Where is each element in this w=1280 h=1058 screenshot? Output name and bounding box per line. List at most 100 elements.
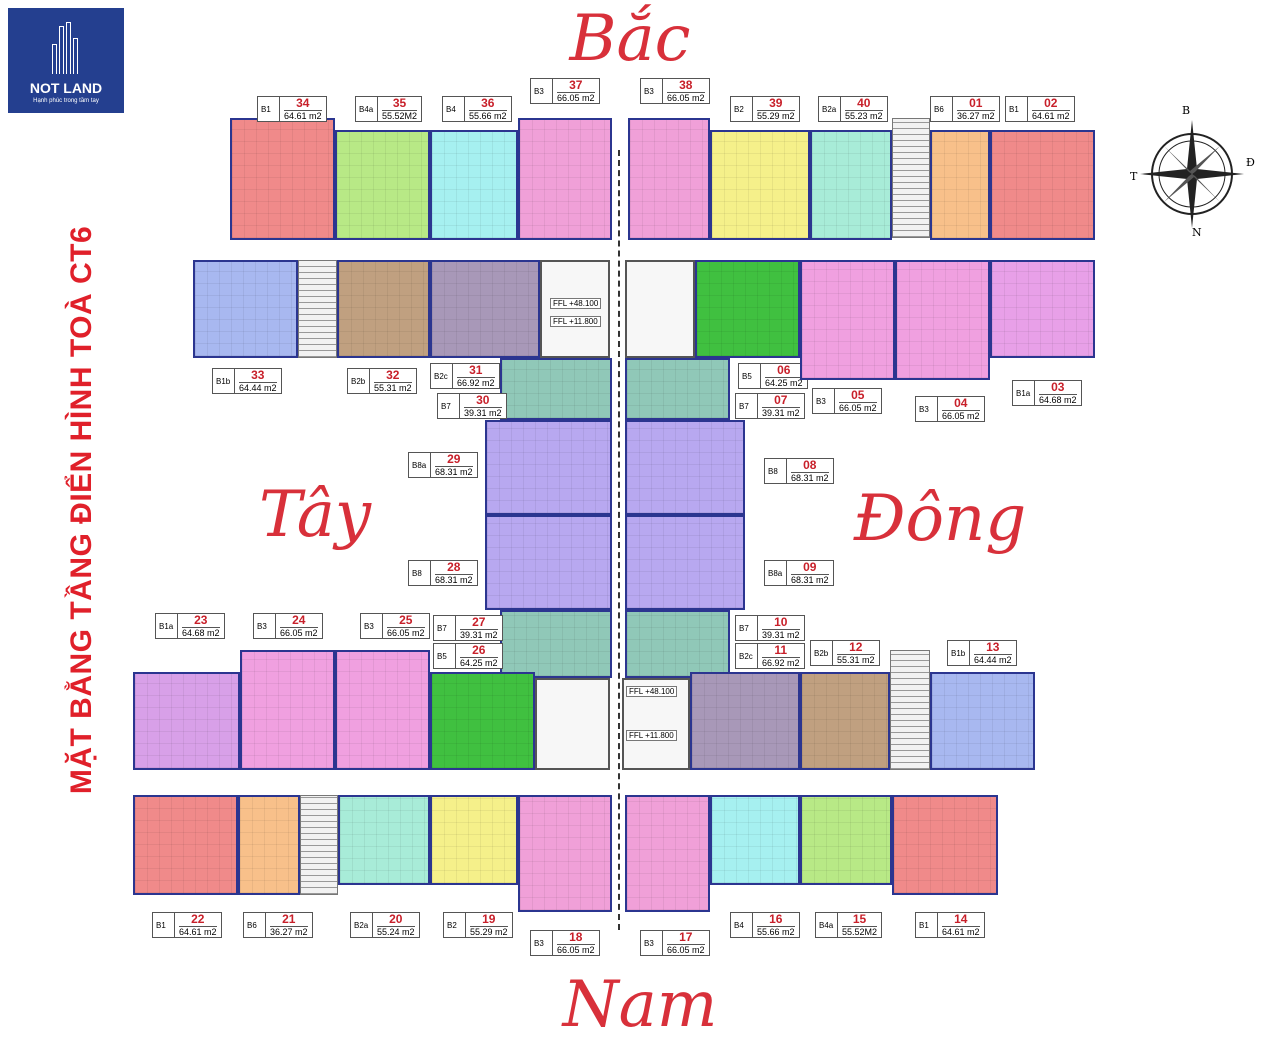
apartment-unit-08[interactable] [625, 420, 745, 515]
apartment-unit-31[interactable] [430, 260, 540, 358]
unit-area: 55.66 m2 [757, 926, 795, 937]
unit-type: B8a [765, 561, 787, 585]
unit-type: B1a [1013, 381, 1035, 405]
apartment-unit-29[interactable] [485, 420, 612, 515]
unit-type: B8 [409, 561, 431, 585]
unit-number: 39 [769, 96, 783, 110]
unit-type: B4a [816, 913, 838, 937]
apartment-unit-13[interactable] [930, 672, 1035, 770]
apartment-unit-34[interactable] [230, 118, 335, 240]
unit-area: 66.05 m2 [667, 944, 705, 955]
apartment-unit-22[interactable] [133, 795, 238, 895]
stairwell [298, 260, 337, 358]
unit-number: 17 [679, 930, 693, 944]
unit-area: 64.68 m2 [182, 627, 220, 638]
unit-area: 64.44 m2 [974, 654, 1012, 665]
unit-number: 24 [292, 613, 306, 627]
apartment-unit-37[interactable] [518, 118, 612, 240]
apartment-unit-19[interactable] [430, 795, 518, 885]
apartment-unit-20[interactable] [338, 795, 430, 885]
unit-number: 08 [803, 458, 817, 472]
unit-number: 36 [481, 96, 495, 110]
unit-number: 22 [191, 912, 205, 926]
apartment-unit-35[interactable] [335, 130, 430, 240]
unit-type: B3 [916, 397, 938, 421]
unit-area: 39.31 m2 [464, 407, 502, 418]
unit-number: 18 [569, 930, 583, 944]
apartment-unit-32[interactable] [337, 260, 430, 358]
apartment-unit-06[interactable] [695, 260, 800, 358]
unit-number: 14 [954, 912, 968, 926]
unit-type: B2b [348, 369, 370, 393]
unit-area: 68.31 m2 [791, 574, 829, 585]
apartment-unit-28[interactable] [485, 515, 612, 610]
apartment-unit-01[interactable] [930, 130, 990, 240]
unit-number: 38 [679, 78, 693, 92]
apartment-unit-04[interactable] [895, 260, 990, 380]
unit-type: B3 [813, 389, 835, 413]
unit-area: 66.92 m2 [762, 657, 800, 668]
unit-area: 64.25 m2 [460, 657, 498, 668]
unit-number: 34 [296, 96, 310, 110]
unit-area: 66.05 m2 [387, 627, 425, 638]
apartment-unit-05[interactable] [800, 260, 895, 380]
apartment-unit-11[interactable] [690, 672, 800, 770]
apartment-unit-03[interactable] [990, 260, 1095, 358]
unit-area: 68.31 m2 [435, 574, 473, 585]
unit-area: 55.52M2 [842, 926, 878, 937]
apartment-unit-18[interactable] [518, 795, 612, 912]
unit-area: 66.05 m2 [942, 410, 980, 421]
apartment-unit-26[interactable] [430, 672, 535, 770]
elevator-core: FFL +48.100 FFL +11.800 [622, 678, 690, 770]
compass-n: B [1182, 104, 1191, 117]
apartment-unit-09[interactable] [625, 515, 745, 610]
apartment-unit-16[interactable] [710, 795, 800, 885]
apartment-unit-24[interactable] [240, 650, 335, 770]
apartment-unit-30[interactable] [500, 358, 612, 420]
apartment-unit-40[interactable] [810, 130, 892, 240]
apartment-unit-17[interactable] [625, 795, 710, 912]
unit-area: 36.27 m2 [270, 926, 308, 937]
unit-type: B6 [931, 97, 953, 121]
unit-number: 04 [954, 396, 968, 410]
apartment-unit-25[interactable] [335, 650, 430, 770]
apartment-unit-12[interactable] [800, 672, 890, 770]
apartment-unit-38[interactable] [628, 118, 710, 240]
unit-type: B1b [948, 641, 970, 665]
apartment-unit-10[interactable] [625, 610, 730, 678]
stair-core [535, 678, 610, 770]
page-title: MẶT BẰNG TẦNG ĐIỂN HÌNH TOÀ CT6 [65, 225, 98, 795]
apartment-unit-36[interactable] [430, 130, 518, 240]
apartment-unit-14[interactable] [892, 795, 998, 895]
brand-tagline: Hạnh phúc trong tầm tay [33, 98, 99, 104]
apartment-unit-39[interactable] [710, 130, 810, 240]
apartment-unit-23[interactable] [133, 672, 240, 770]
level-label: FFL +48.100 [626, 686, 678, 697]
center-axis [618, 150, 620, 930]
unit-area: 55.23 m2 [845, 110, 883, 121]
apartment-unit-07[interactable] [625, 358, 730, 420]
apartment-unit-33[interactable] [193, 260, 298, 358]
unit-type: B3 [254, 614, 276, 638]
unit-type: B1b [213, 369, 235, 393]
apartment-unit-15[interactable] [800, 795, 892, 885]
unit-number: 29 [447, 452, 461, 466]
compass-w: T [1130, 170, 1138, 183]
unit-area: 55.31 m2 [837, 654, 875, 665]
unit-type: B2 [731, 97, 753, 121]
apartment-unit-21[interactable] [238, 795, 300, 895]
unit-area: 64.25 m2 [765, 377, 803, 388]
apartment-unit-27[interactable] [500, 610, 612, 678]
apartment-unit-02[interactable] [990, 130, 1095, 240]
